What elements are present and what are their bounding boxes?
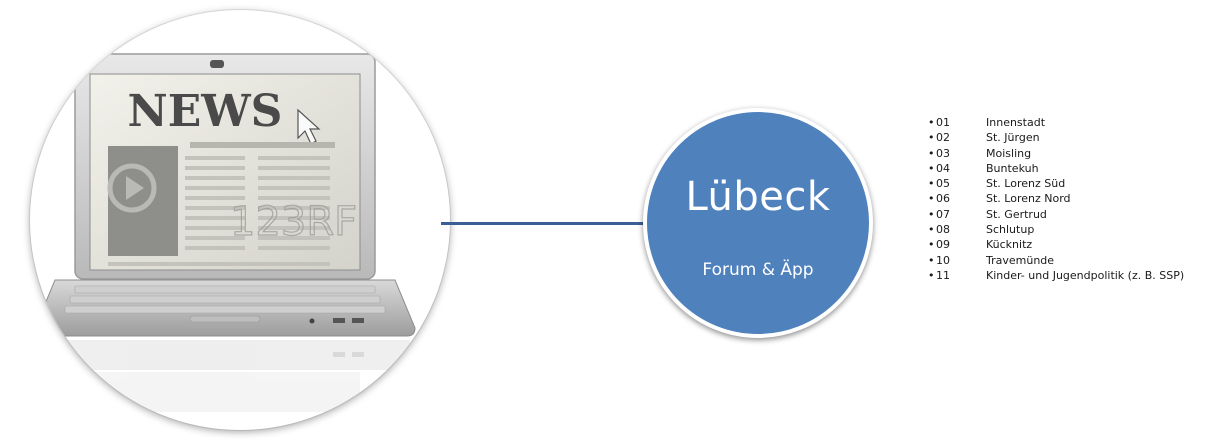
district-number: 05 <box>936 177 950 191</box>
district-number: 01 <box>936 116 950 129</box>
list-item: •03 Moisling <box>928 146 1184 161</box>
hub-circle: Lübeck Forum & Äpp <box>643 108 873 338</box>
laptop-news-image: NEWS 123RF <box>30 10 450 430</box>
bullet-icon: • <box>928 207 935 221</box>
hub-subtitle: Forum & Äpp <box>702 260 814 280</box>
usb-port-icon <box>352 318 364 323</box>
hub-title: Lübeck <box>685 174 831 220</box>
bullet-icon: • <box>928 146 935 160</box>
bullet-icon: • <box>928 238 935 252</box>
district-name: Travemünde <box>986 253 1055 267</box>
district-name: Buntekuh <box>986 161 1039 175</box>
list-item: •01 Innenstadt <box>928 115 1184 130</box>
district-name: St. Jürgen <box>986 131 1040 145</box>
district-name: Innenstadt <box>986 116 1046 129</box>
play-icon <box>107 163 157 213</box>
district-name: Moisling <box>986 146 1032 160</box>
list-item: •08 Schlutup <box>928 222 1184 237</box>
district-number: 02 <box>936 131 950 145</box>
list-item: •04 Buntekuh <box>928 161 1184 176</box>
bullet-icon: • <box>928 192 935 206</box>
list-item: •07 St. Gertrud <box>928 207 1184 222</box>
bullet-icon: • <box>928 131 935 145</box>
district-number: 07 <box>936 207 950 221</box>
district-number: 08 <box>936 223 950 237</box>
district-name: Schlutup <box>986 223 1035 237</box>
list-item: •11 Kinder- und Jugendpolitik (z. B. SSP) <box>928 268 1184 283</box>
district-number: 04 <box>936 161 950 175</box>
power-light-icon <box>309 318 315 324</box>
bullet-icon: • <box>928 253 935 267</box>
usb-port-icon <box>333 318 345 323</box>
webcam-icon <box>210 60 224 68</box>
connector-line <box>441 222 649 225</box>
bullet-icon: • <box>928 268 935 282</box>
bullet-icon: • <box>928 177 935 191</box>
laptop-reflection <box>50 340 410 412</box>
district-name: Kinder- und Jugendpolitik (z. B. SSP) <box>986 268 1185 282</box>
bullet-icon: • <box>928 116 935 129</box>
list-item: •09 Kücknitz <box>928 237 1184 252</box>
district-name: St. Lorenz Süd <box>986 177 1066 191</box>
keyboard <box>64 285 386 314</box>
list-item: •06 St. Lorenz Nord <box>928 191 1184 206</box>
news-text-columns <box>108 156 330 266</box>
touchpad <box>189 315 261 323</box>
district-name: St. Gertrud <box>986 207 1047 221</box>
laptop-news-illustration: NEWS 123RF <box>34 53 416 412</box>
list-item: •05 St. Lorenz Süd <box>928 176 1184 191</box>
district-number: 09 <box>936 238 950 252</box>
news-heading: NEWS <box>128 86 283 137</box>
district-number: 06 <box>936 192 950 206</box>
district-number: 10 <box>936 253 950 267</box>
bullet-icon: • <box>928 223 935 237</box>
news-photo <box>108 146 178 256</box>
watermark: 123RF <box>230 199 357 245</box>
bullet-icon: • <box>928 161 935 175</box>
list-item: •02 St. Jürgen <box>928 130 1184 145</box>
district-number: 03 <box>936 146 950 160</box>
district-name: Kücknitz <box>986 238 1033 252</box>
district-number: 11 <box>936 268 950 282</box>
list-item: •10 Travemünde <box>928 253 1184 268</box>
district-name: St. Lorenz Nord <box>986 192 1071 206</box>
